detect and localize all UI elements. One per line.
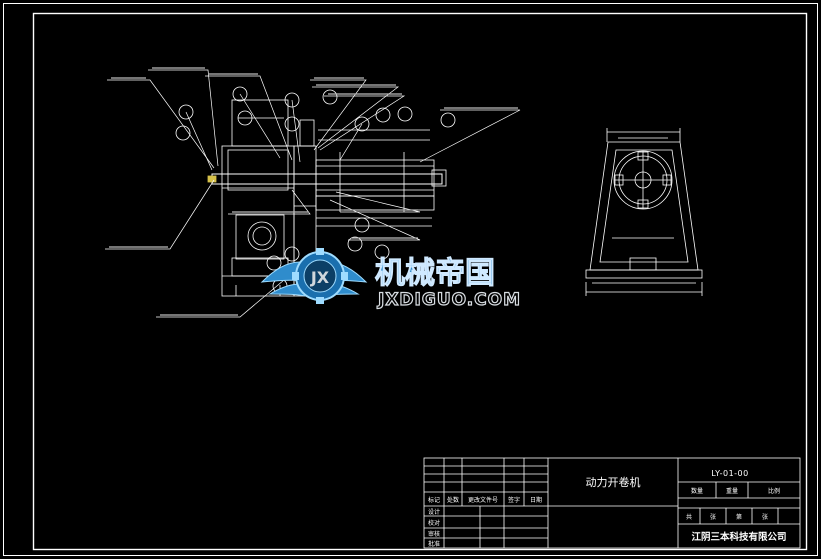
property-labels: 数量 重量 比例	[691, 487, 780, 495]
label-total: 共	[686, 513, 692, 521]
label-number: 第	[736, 513, 742, 521]
row-label-check: 校对	[428, 519, 440, 527]
title-block	[423, 457, 801, 549]
sheet-frame	[3, 3, 818, 556]
col-label-signature: 签字	[508, 496, 520, 504]
company-name: 江阴三本科技有限公司	[691, 531, 786, 543]
watermark-logo-letters: JX	[310, 268, 330, 287]
approval-row-labels: 设计 校对 审核 批准	[428, 508, 440, 548]
watermark-brand-url: JXDIGUO.COM	[377, 290, 521, 310]
revision-column-labels: 标记 处数 更改文件号 签字 日期	[428, 496, 542, 504]
row-label-approve: 批准	[428, 540, 440, 548]
col-label-count: 处数	[447, 496, 459, 504]
watermark-logo: JX	[260, 248, 368, 304]
row-label-review: 审核	[428, 530, 440, 538]
side-view-machine	[585, 128, 703, 296]
col-label-mark: 标记	[428, 496, 440, 504]
drawing-number: LY-01-00	[711, 469, 748, 478]
row-label-design: 设计	[428, 508, 440, 516]
col-label-date: 日期	[530, 496, 542, 504]
label-quantity: 数量	[691, 487, 703, 495]
leader-lines	[105, 69, 521, 318]
label-sheets-2: 张	[762, 513, 768, 521]
col-label-change-doc: 更改文件号	[468, 496, 498, 504]
leader-annotation-marks	[109, 67, 518, 316]
sheet-labels: 共 张 第 张	[686, 513, 768, 521]
drawing-title: 动力开卷机	[586, 475, 641, 489]
watermark-brand-cn: 机械帝国	[375, 256, 495, 291]
label-sheets-1: 张	[710, 513, 716, 521]
label-weight: 重量	[726, 487, 738, 495]
label-scale: 比例	[768, 487, 780, 495]
